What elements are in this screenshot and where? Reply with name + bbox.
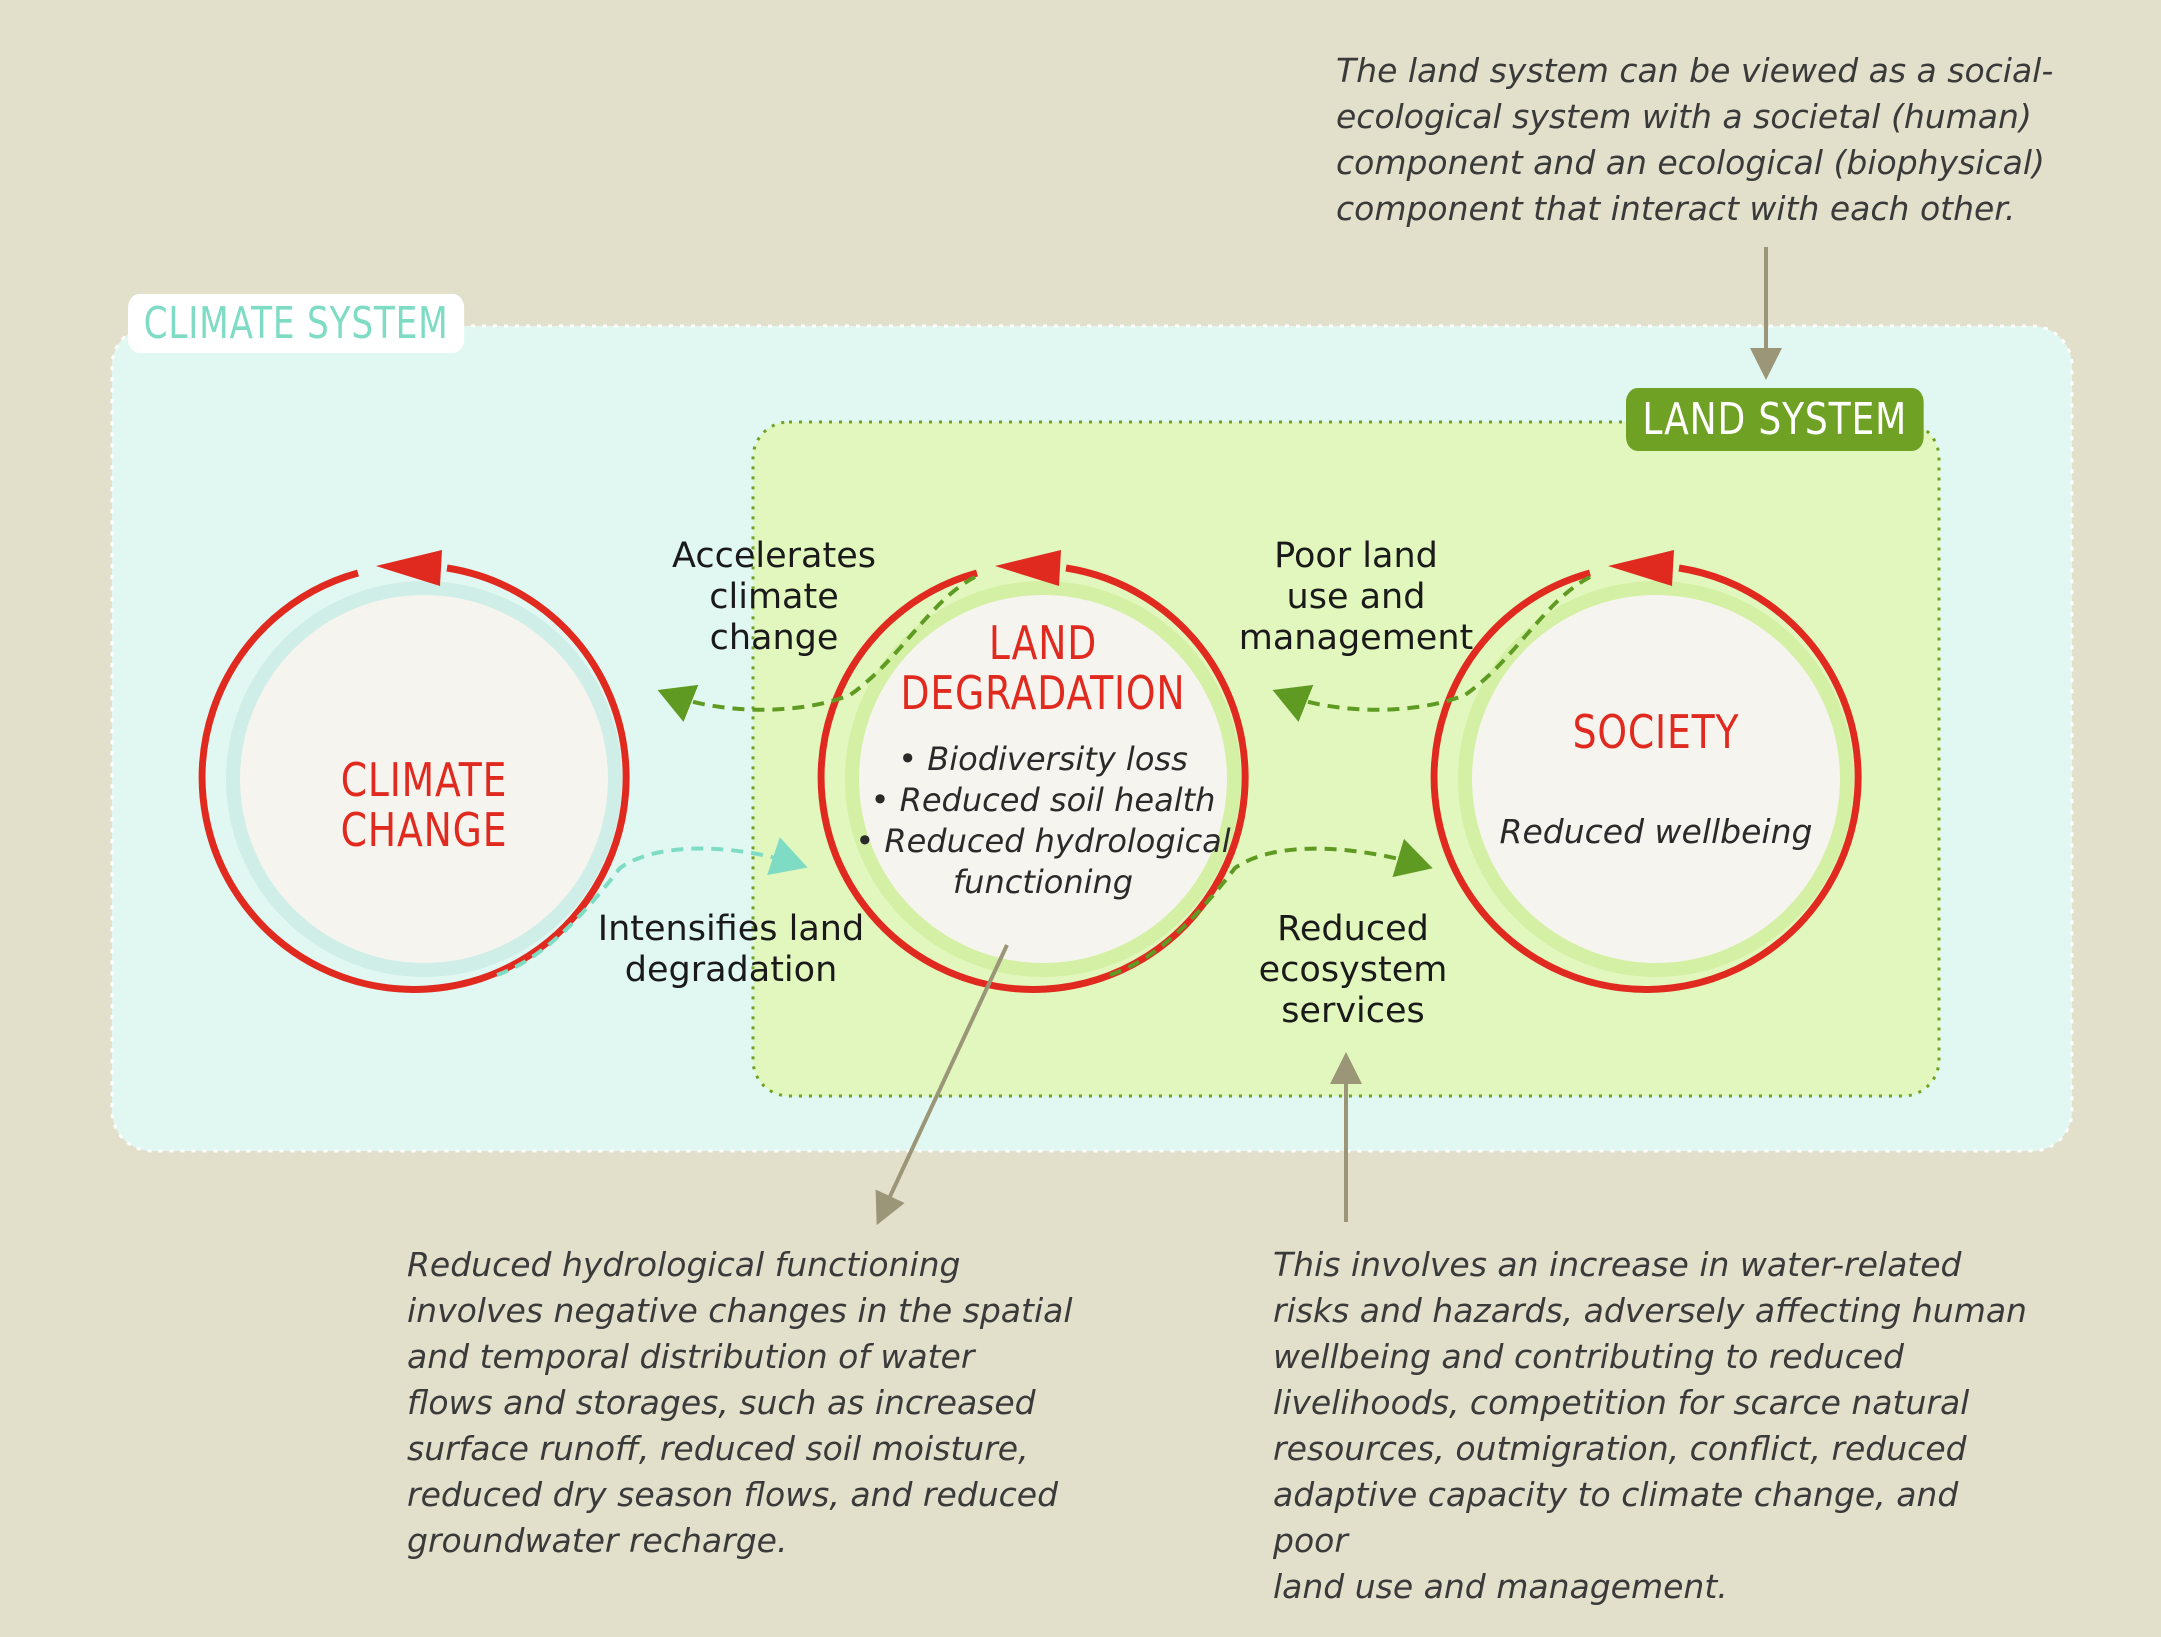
flow-label-line: Intensifies land — [597, 909, 865, 949]
flow-label-line: ecosystem — [1258, 950, 1448, 990]
top-note-line: ecological system with a societal (human… — [1336, 97, 2032, 136]
society-subtitle: Reduced wellbeing — [1499, 812, 1813, 851]
note-line: flows and storages, such as increased — [407, 1383, 1036, 1422]
climate-change-circle — [198, 550, 630, 993]
land-degradation-bullets: • Biodiversity loss • Reduced soil healt… — [843, 739, 1243, 903]
land-degradation-circle — [817, 550, 1249, 993]
note-line: adaptive capacity to climate change, and… — [1273, 1475, 1959, 1560]
land-degradation-title-line: DEGRADATION — [900, 666, 1186, 720]
flow-label-line: use and — [1286, 577, 1426, 617]
note-line: risks and hazards, adversely affecting h… — [1273, 1291, 2027, 1330]
note-line: livelihoods, competition for scarce natu… — [1273, 1383, 1970, 1422]
land-degradation-title-line: LAND — [988, 616, 1098, 670]
accelerates-arrow — [657, 575, 976, 722]
flow-label-line: services — [1281, 991, 1425, 1031]
flow-label-line: degradation — [624, 950, 838, 990]
society-title: SOCIETY — [1572, 705, 1740, 759]
note-line: surface runoff, reduced soil moisture, — [407, 1429, 1029, 1468]
reduced-services-label: Reduced ecosystem services — [1203, 909, 1503, 1032]
flow-label-line: Reduced — [1277, 909, 1429, 949]
reduced-services-arrow — [1109, 838, 1433, 977]
note-line: This involves an increase in water-relat… — [1273, 1245, 1962, 1284]
poor-land-label: Poor land use and management — [1206, 536, 1506, 659]
flow-label-line: change — [709, 618, 839, 658]
poor-land-arrow — [1272, 575, 1591, 722]
flow-label-line: Poor land — [1274, 536, 1438, 576]
land-system-label: LAND SYSTEM — [1626, 388, 1924, 451]
note-line: land use and management. — [1273, 1567, 1728, 1606]
note-line: reduced dry season flows, and reduced — [407, 1475, 1059, 1514]
note-line: resources, outmigration, conflict, reduc… — [1273, 1429, 1967, 1468]
hydrological-note-pointer — [875, 944, 1009, 1226]
top-note-line: component and an ecological (biophysical… — [1336, 143, 2045, 182]
note-line: wellbeing and contributing to reduced — [1273, 1337, 1904, 1376]
note-line: and temporal distribution of water — [407, 1337, 975, 1376]
society-circle — [1430, 550, 1862, 993]
note-line: Reduced hydrological functioning — [407, 1245, 961, 1284]
flow-label-line: Accelerates — [672, 536, 876, 576]
bullet-item: functioning — [952, 863, 1134, 901]
intensifies-arrow — [496, 837, 808, 977]
top-note: The land system can be viewed as a socia… — [1336, 48, 2096, 232]
bullet-item: • Reduced hydrological — [855, 822, 1231, 860]
note-line: groundwater recharge. — [407, 1521, 788, 1560]
note-line: involves negative changes in the spatial — [407, 1291, 1073, 1330]
bullet-item: • Reduced soil health — [870, 781, 1216, 819]
top-note-line: The land system can be viewed as a socia… — [1336, 51, 2054, 90]
accelerates-label: Accelerates climate change — [624, 536, 924, 659]
top-note-line: component that interact with each other. — [1336, 189, 2016, 228]
land-degradation-title: LAND DEGRADATION — [879, 618, 1207, 718]
flow-label-line: management — [1238, 618, 1474, 658]
climate-change-title: CLIMATE CHANGE — [340, 753, 508, 857]
flow-label-line: climate — [709, 577, 839, 617]
intensifies-label: Intensifies land degradation — [581, 909, 881, 991]
ecosystem-note: This involves an increase in water-relat… — [1273, 1242, 2033, 1610]
bullet-item: • Biodiversity loss — [898, 740, 1188, 778]
climate-system-label: CLIMATE SYSTEM — [128, 294, 465, 353]
hydrological-note: Reduced hydrological functioning involve… — [407, 1242, 1107, 1564]
